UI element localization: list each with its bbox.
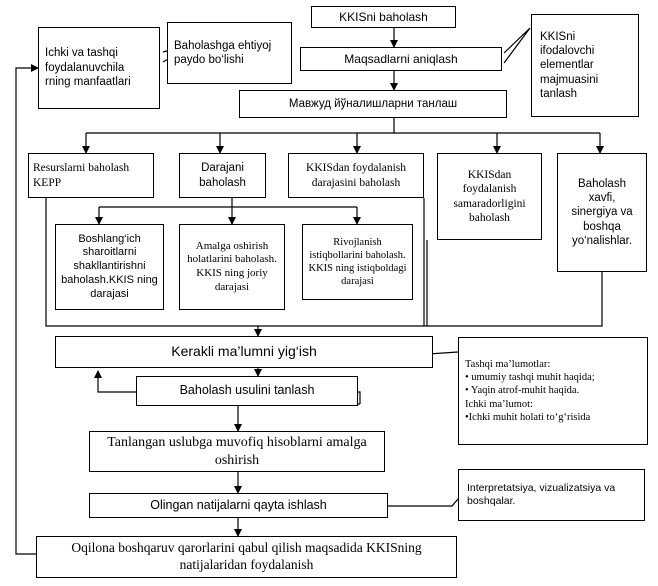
node-label: KKISdan foydalanish darajasini baholash — [306, 162, 406, 189]
node-darajani: Darajani baholash — [179, 153, 266, 198]
node-kkisni-baholash: KKISni baholash — [311, 6, 456, 28]
node-xavf: Baholash xavfi, sinergiya va boshqa yo‘n… — [557, 153, 647, 272]
note-line: • Yaqin atrof-muhit haqida. — [465, 385, 580, 397]
node-foydalanish-darajasi: KKISdan foydalanish darajasini baholash — [288, 153, 424, 198]
callout-tail-right — [503, 27, 531, 64]
node-label: KKISni baholash — [339, 9, 428, 24]
node-label: KKISdan foydalanish samaradorligini baho… — [453, 168, 526, 224]
node-label: Resurslarni baholash KEPP — [33, 162, 130, 189]
node-maqsadlar: Maqsadlarni aniqlash — [300, 47, 502, 71]
note-label: Interpretatsiya, vizualizatsiya va boshq… — [467, 481, 616, 507]
node-label: Мавжуд йўналишларни танлаш — [288, 97, 458, 110]
node-ichki-tashqi: Ichki va tashqi foydalanuvchila rning ma… — [38, 27, 160, 109]
note-pointer-interp — [388, 498, 459, 507]
node-elementlar: KKISni ifodalovchi elementlar majmuasini… — [531, 14, 639, 117]
arrow-usul-back-to-kerakli — [94, 370, 136, 393]
node-oqilona: Oqilona boshqaruv qarorlarini qabul qili… — [36, 536, 457, 578]
node-ehtiyoj: Baholashga ehtiyoj paydo bo‘lishi — [167, 22, 292, 84]
node-samaradorlik: KKISdan foydalanish samaradorligini baho… — [437, 153, 542, 240]
node-label: Baholashga ehtiyoj paydo bo‘lishi — [174, 39, 272, 66]
node-boshlangich: Boshlang‘ich sharoitlarni shakllantirish… — [55, 224, 164, 310]
node-rivojlanish: Rivojlanish istiqbollarini baholash. KKI… — [302, 224, 413, 300]
node-amalga: Amalga oshirish holatlarini baholash. KK… — [179, 224, 285, 310]
note-line: • umumiy tashqi muhit haqida; — [465, 372, 595, 384]
collector-frame — [45, 198, 603, 327]
node-natijalar: Olingan natijalarni qayta ishlash — [89, 493, 388, 518]
feedback-loop-arrow — [15, 64, 39, 555]
node-label: Darajani baholash — [199, 162, 246, 189]
node-mavjud: Мавжуд йўналишларни танлаш — [239, 90, 507, 118]
line-usul-right — [358, 391, 361, 404]
node-label: Baholash xavfi, sinergiya va boshqa yo‘n… — [571, 177, 633, 248]
node-usul: Baholash usulini tanlash — [136, 376, 358, 406]
node-label: Tanlangan uslubga muvofiq hisoblarni ama… — [107, 435, 367, 468]
node-label: Kerakli ma’lumni yig‘ish — [171, 343, 317, 360]
node-tanlangan: Tanlangan uslubga muvofiq hisoblarni ama… — [89, 431, 385, 472]
note-line: Tashqi ma’lumotlar: — [465, 359, 551, 371]
node-resurslar: Resurslarni baholash KEPP — [28, 153, 154, 198]
node-label: Oqilona boshqaruv qarorlarini qabul qili… — [71, 540, 422, 572]
node-label: Amalga oshirish holatlarini baholash. KK… — [187, 239, 277, 293]
node-kerakli: Kerakli ma’lumni yig‘ish — [55, 336, 433, 368]
node-label: Rivojlanish istiqbollarini baholash. KKI… — [308, 236, 407, 288]
node-label: Ichki va tashqi foydalanuvchila rning ma… — [45, 47, 131, 89]
note-line: •Ichki muhit holati to‘g‘risida — [465, 411, 591, 423]
node-label: Olingan natijalarni qayta ishlash — [150, 497, 327, 512]
note-info: Tashqi ma’lumotlar: • umumiy tashqi muhi… — [458, 337, 648, 445]
note-line: Ichki ma’lumot: — [465, 398, 533, 410]
node-label: Maqsadlarni aniqlash — [344, 51, 458, 66]
node-label: KKISni ifodalovchi elementlar majmuasini… — [540, 30, 599, 101]
note-interpretatsiya: Interpretatsiya, vizualizatsiya va boshq… — [458, 469, 645, 521]
node-label: Baholash usulini tanlash — [179, 383, 315, 398]
node-label: Boshlang‘ich sharoitlarni shakllantirish… — [61, 232, 158, 300]
